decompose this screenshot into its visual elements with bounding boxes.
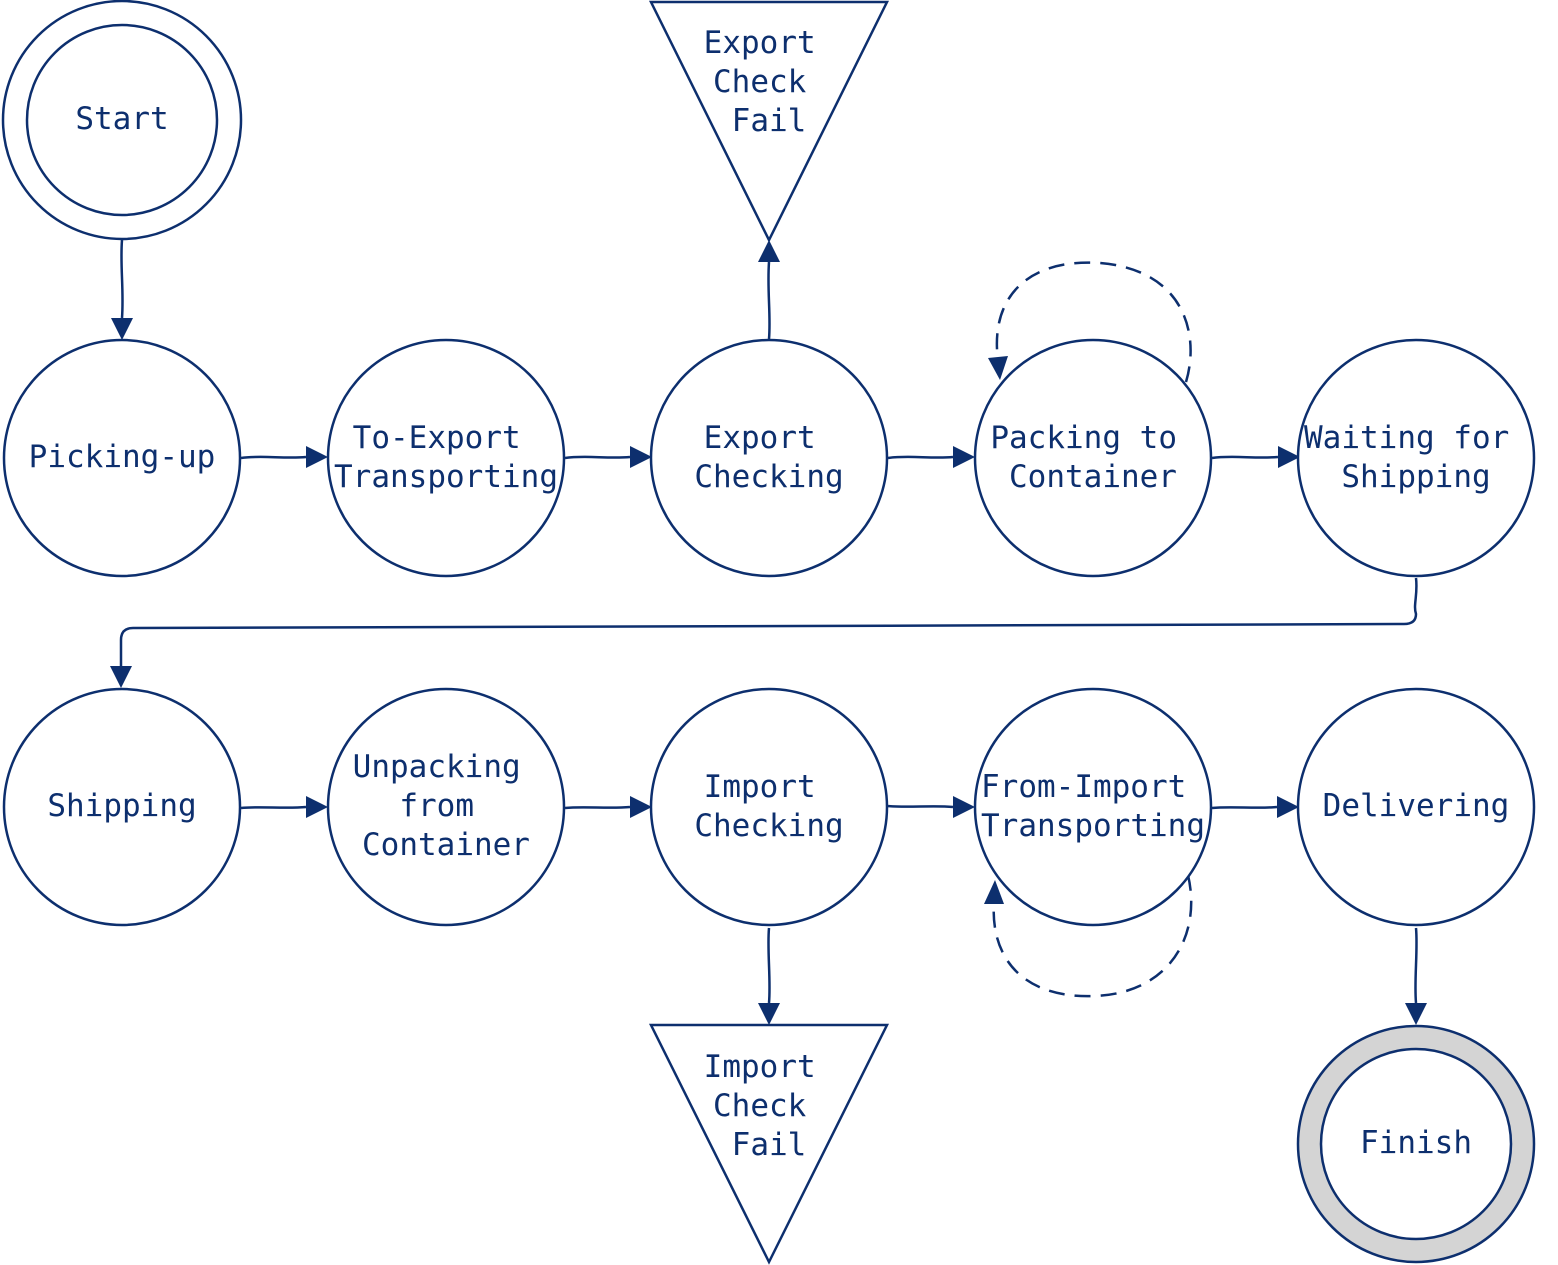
node-label: Import Check Fail	[704, 1049, 835, 1163]
edge-shipping-to-unpacking	[240, 805, 307, 810]
node-import-check-fail: Import Check Fail	[648, 1023, 890, 1265]
node-start: Start	[1, 0, 243, 241]
edge-picking-up-to-to-export	[240, 455, 307, 460]
node-label: Finish	[1360, 1125, 1472, 1161]
edge-start-to-picking-up	[120, 239, 124, 319]
node-label: Import Checking	[694, 769, 843, 844]
node-label: Shipping	[47, 788, 196, 824]
node-label: Export Check Fail	[704, 25, 835, 139]
edges	[110, 239, 1427, 1025]
node-delivering: Delivering	[1296, 687, 1536, 927]
arrowhead-packing	[953, 446, 975, 468]
edge-export-checking-to-export-fail	[767, 261, 771, 340]
arrowhead-picking-up	[111, 318, 133, 340]
node-packing-to-container: Packing to Container	[973, 338, 1213, 578]
node-from-import-transporting: From-Import Transporting	[973, 687, 1213, 927]
edge-packing-self-loop	[995, 261, 1192, 383]
edge-delivering-to-finish	[1414, 927, 1418, 1004]
node-finish: Finish	[1296, 1024, 1536, 1264]
node-import-checking: Import Checking	[649, 687, 889, 927]
node-label: To-Export Transporting	[334, 420, 558, 495]
node-picking-up: Picking-up	[2, 338, 242, 578]
arrowhead-from-import	[953, 796, 975, 818]
arrowhead-export-checking	[630, 446, 652, 468]
edge-export-checking-to-packing	[887, 455, 954, 460]
node-label: Delivering	[1323, 788, 1510, 824]
node-label: Waiting for Shipping	[1304, 420, 1528, 495]
arrowhead-unpacking	[306, 796, 328, 818]
arrowhead-export-fail	[758, 240, 780, 262]
edge-import-checking-to-import-fail	[767, 927, 771, 1004]
edge-from-import-self-loop	[992, 874, 1193, 998]
arrowhead-to-export	[306, 446, 328, 468]
edge-waiting-to-shipping	[119, 577, 1418, 666]
edge-unpacking-to-import-checking	[564, 805, 631, 810]
arrowhead-delivering	[1277, 796, 1299, 818]
node-label: Packing to Container	[990, 420, 1195, 495]
node-to-export-transporting: To-Export Transporting	[326, 338, 566, 578]
node-export-checking: Export Checking	[649, 338, 889, 578]
edge-to-export-to-export-checking	[564, 455, 631, 460]
arrowhead-import-checking	[630, 796, 652, 818]
node-label: From-Import Transporting	[981, 769, 1205, 844]
arrowhead-waiting	[1278, 446, 1300, 468]
node-label: Unpacking from Container	[353, 749, 540, 863]
edge-packing-to-waiting	[1211, 455, 1279, 460]
node-unpacking-from-container: Unpacking from Container	[326, 687, 566, 927]
edge-from-import-to-delivering	[1211, 805, 1278, 810]
node-label: Picking-up	[29, 439, 216, 475]
node-label: Export Checking	[694, 420, 843, 495]
arrowhead-packing-loop	[988, 356, 1008, 380]
node-shipping: Shipping	[2, 687, 242, 927]
node-waiting-for-shipping: Waiting for Shipping	[1296, 338, 1536, 578]
node-label: Start	[75, 101, 168, 137]
arrowhead-from-import-loop	[984, 880, 1004, 904]
node-export-check-fail: Export Check Fail	[648, 0, 890, 243]
arrowhead-finish	[1405, 1003, 1427, 1025]
arrowhead-import-fail	[758, 1003, 780, 1025]
arrowhead-shipping	[110, 666, 132, 688]
edge-import-checking-to-from-import	[887, 804, 954, 809]
